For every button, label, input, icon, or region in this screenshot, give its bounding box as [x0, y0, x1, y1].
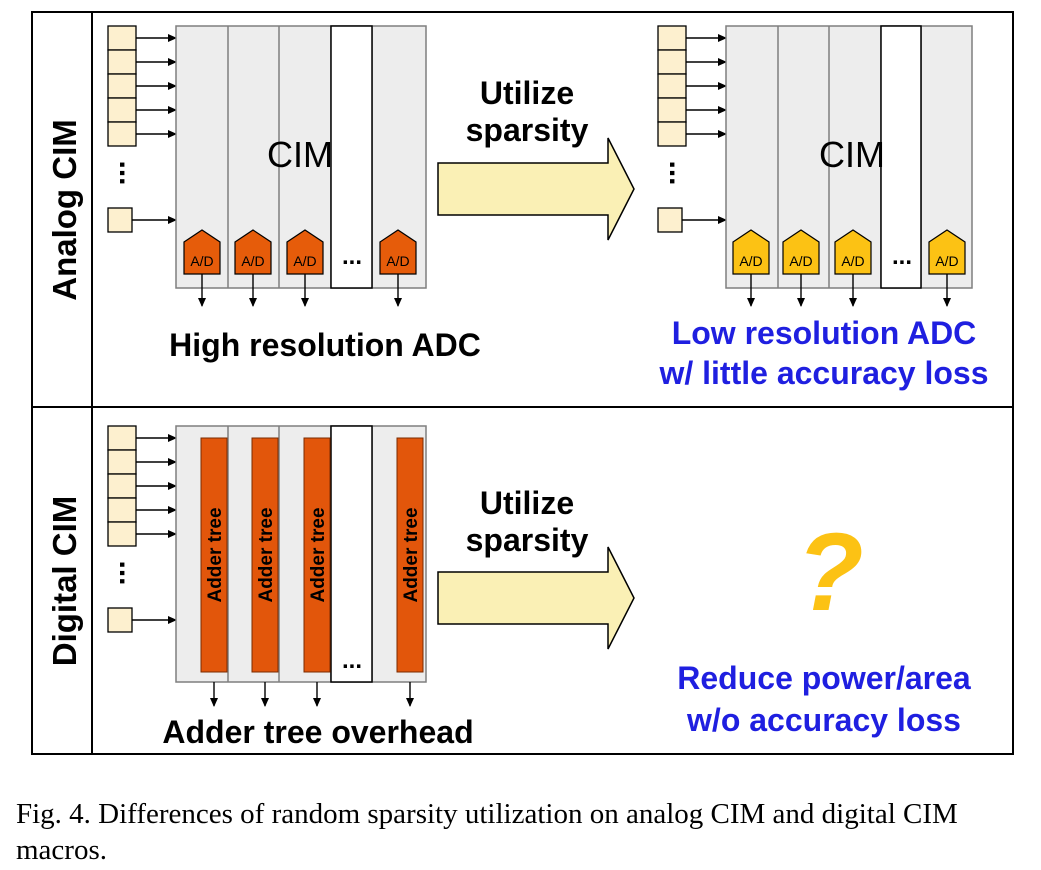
input-cell [107, 25, 137, 51]
analog-left-macro: ... CIM A/D A/D A/D A/D... [107, 25, 427, 307]
question-mark-icon: ? [796, 511, 863, 634]
adc-label: A/D [190, 253, 213, 269]
input-ellipsis: ... [113, 560, 146, 585]
input-cell [107, 449, 137, 475]
input-cell [657, 25, 687, 51]
input-ellipsis: ... [113, 160, 146, 185]
adder-tree-label: Adder tree [401, 507, 422, 602]
digital-big-arrow [437, 546, 635, 650]
digital-arrow-text-line1: Utilize [480, 485, 574, 521]
analog-big-arrow [437, 137, 635, 241]
digital-input-buffer: ... [107, 425, 177, 633]
analog-left-columns [227, 25, 373, 289]
skipped-column [330, 25, 373, 289]
digital-columns: Adder tree Adder tree Adder tree Adder tree… [200, 425, 424, 707]
analog-sparsity-arrow: Utilize sparsity [437, 75, 635, 241]
analog-arrow-text-line1: Utilize [480, 75, 574, 111]
digital-left-caption: Adder tree overhead [162, 714, 473, 750]
analog-left-cim-label: CIM [267, 134, 333, 175]
input-cell [107, 497, 137, 523]
analog-right-caption-line1: Low resolution ADC [672, 315, 977, 351]
skipped-column [330, 425, 373, 683]
adc-label: A/D [386, 253, 409, 269]
digital-right-caption-line1: Reduce power/area [677, 660, 971, 696]
input-cell [107, 207, 133, 233]
input-cell [107, 425, 137, 451]
adc-label: A/D [739, 253, 762, 269]
digital-sparsity-arrow: Utilize sparsity [437, 485, 635, 650]
adder-tree-label: Adder tree [308, 507, 329, 602]
adder-tree-bar [396, 437, 424, 673]
adc-ellipsis: ... [892, 243, 912, 270]
input-cell [107, 473, 137, 499]
analog-right-input-buffer: ... [657, 25, 727, 233]
input-cell [657, 121, 687, 147]
adc-icon [732, 229, 770, 275]
input-cell [107, 521, 137, 547]
analog-left-input-buffer: ... [107, 25, 177, 233]
digital-row-label: Digital CIM [46, 496, 83, 667]
adc-label: A/D [241, 253, 264, 269]
input-cell [657, 73, 687, 99]
input-cell [657, 97, 687, 123]
adc-label: A/D [789, 253, 812, 269]
adc-ellipsis: ... [342, 243, 362, 270]
outer-frame [31, 11, 1014, 755]
input-cell [107, 49, 137, 75]
input-cell [107, 121, 137, 147]
input-cell [107, 607, 133, 633]
skipped-column [880, 25, 922, 289]
adc-label: A/D [841, 253, 864, 269]
analog-right-cim-label: CIM [819, 134, 885, 175]
adc-label: A/D [935, 253, 958, 269]
digital-arrow-text-line2: sparsity [466, 522, 589, 558]
figure-caption: Fig. 4. Differences of random sparsity u… [16, 798, 958, 866]
adder-tree-bar [303, 437, 331, 673]
adc-icon [379, 229, 417, 275]
adder-ellipsis: ... [342, 647, 362, 674]
input-ellipsis: ... [663, 160, 696, 185]
analog-row-label: Analog CIM [46, 119, 83, 300]
adder-tree-bar [251, 437, 279, 673]
adc-icon [234, 229, 272, 275]
input-cell [107, 97, 137, 123]
adc-icon [183, 229, 221, 275]
input-cell [657, 207, 683, 233]
analog-arrow-text-line2: sparsity [466, 112, 589, 148]
analog-right-macro: ... CIM A/D A/D A/D A/D... [657, 25, 973, 307]
analog-right-adc-row: A/D A/D A/D A/D... [732, 229, 966, 307]
analog-right-columns [777, 25, 922, 289]
adc-icon [286, 229, 324, 275]
adc-icon [928, 229, 966, 275]
input-cell [657, 49, 687, 75]
adc-label: A/D [293, 253, 316, 269]
adder-tree-label: Adder tree [256, 507, 277, 602]
analog-left-adc-row: A/D A/D A/D A/D... [183, 229, 417, 307]
adder-tree-bar [200, 437, 228, 673]
adc-icon [782, 229, 820, 275]
input-cell [107, 73, 137, 99]
digital-right-caption-line2: w/o accuracy loss [686, 702, 961, 738]
adder-tree-label: Adder tree [205, 507, 226, 602]
analog-right-caption-line2: w/ little accuracy loss [658, 355, 988, 391]
adc-icon [834, 229, 872, 275]
analog-left-caption: High resolution ADC [169, 327, 481, 363]
